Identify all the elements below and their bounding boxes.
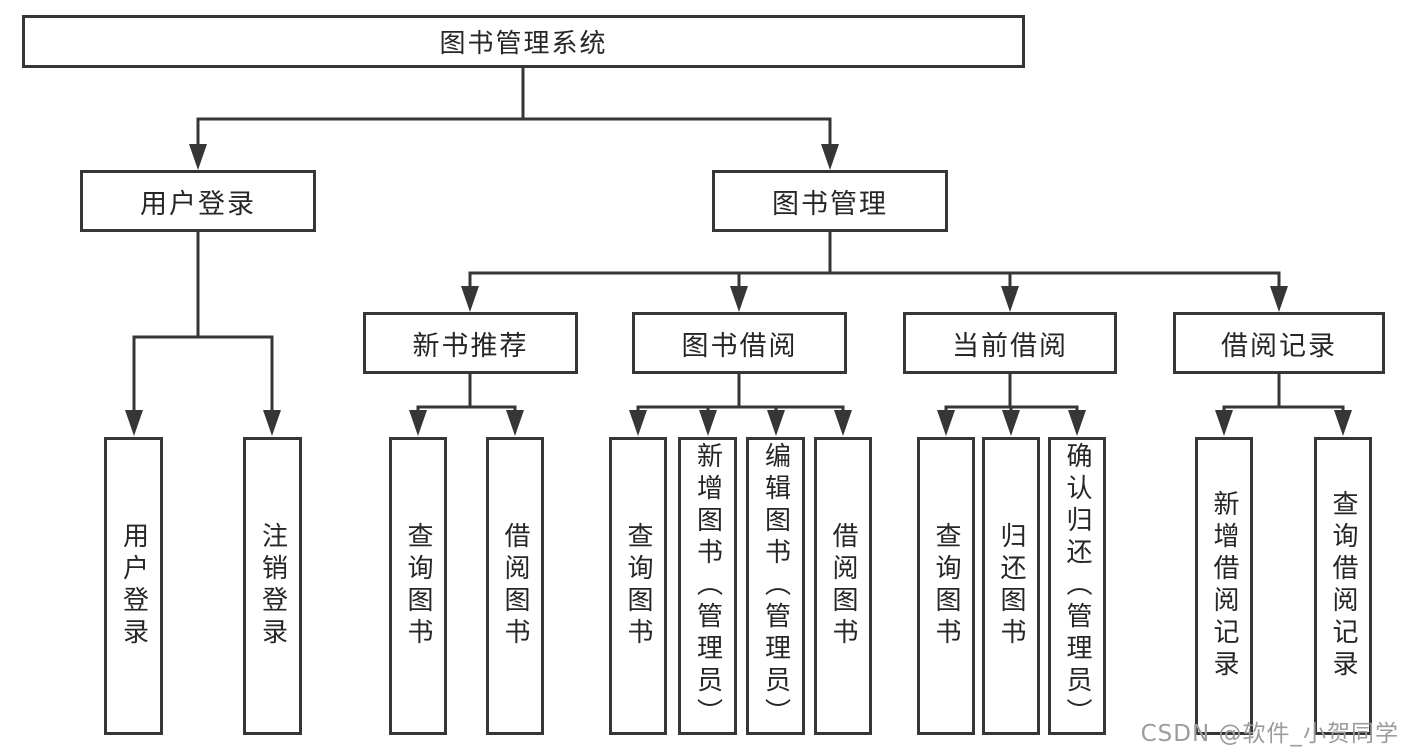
leaf-label: 用户登录 — [118, 522, 149, 650]
leaf-label: 查询图书 — [931, 522, 961, 650]
node-current-borrow: 当前借阅 — [903, 312, 1117, 374]
leaf-label: 确认归还（管理员） — [1062, 442, 1092, 730]
node-leaf-add-book-admin: 新增图书（管理员） — [678, 437, 737, 735]
watermark: CSDN @软件_小贺同学 — [1140, 721, 1399, 747]
leaf-label: 借阅图书 — [500, 522, 530, 650]
node-book-management: 图书管理 — [712, 170, 948, 232]
node-leaf-logout: 注销登录 — [243, 437, 302, 735]
node-leaf-user-login: 用户登录 — [104, 437, 163, 735]
node-user-login: 用户登录 — [80, 170, 316, 232]
node-leaf-query-book-1: 查询图书 — [389, 437, 447, 735]
leaf-label: 注销登录 — [257, 522, 288, 650]
node-book-borrow: 图书借阅 — [632, 312, 847, 374]
leaf-label: 借阅图书 — [828, 522, 858, 650]
connector-path — [132, 67, 1345, 430]
leaf-label: 查询图书 — [403, 522, 433, 650]
leaf-label: 新增借阅记录 — [1209, 490, 1239, 682]
node-leaf-query-book-2: 查询图书 — [609, 437, 667, 735]
leaf-label: 归还图书 — [996, 522, 1026, 650]
node-leaf-borrow-book-2: 借阅图书 — [814, 437, 872, 735]
node-root: 图书管理系统 — [22, 15, 1025, 68]
node-leaf-confirm-return-admin: 确认归还（管理员） — [1048, 437, 1106, 735]
leaf-label: 新增图书（管理员） — [692, 442, 723, 730]
leaf-label: 编辑图书（管理员） — [760, 442, 791, 730]
node-new-book-recommend: 新书推荐 — [363, 312, 578, 374]
node-leaf-return-book: 归还图书 — [982, 437, 1040, 735]
node-borrow-records: 借阅记录 — [1173, 312, 1385, 374]
node-leaf-query-borrow-record: 查询借阅记录 — [1314, 437, 1372, 735]
node-leaf-borrow-book-1: 借阅图书 — [486, 437, 544, 735]
node-leaf-query-book-3: 查询图书 — [917, 437, 975, 735]
node-leaf-add-borrow-record: 新增借阅记录 — [1195, 437, 1253, 735]
leaf-label: 查询图书 — [623, 522, 653, 650]
leaf-label: 查询借阅记录 — [1328, 490, 1358, 682]
node-leaf-edit-book-admin: 编辑图书（管理员） — [746, 437, 805, 735]
